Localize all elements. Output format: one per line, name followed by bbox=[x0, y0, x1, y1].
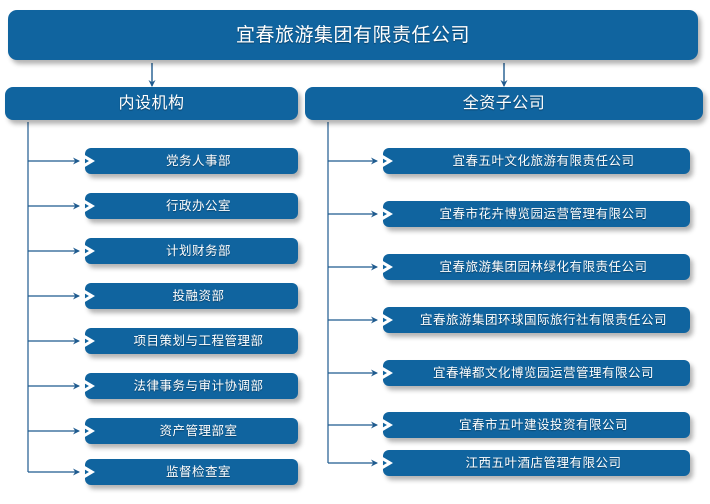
leaf-node-label: 项目策划与工程管理部 bbox=[133, 333, 264, 348]
leaf-node-label: 江西五叶酒店管理有限公司 bbox=[465, 455, 622, 470]
leaf-node-label: 计划财务部 bbox=[165, 243, 231, 258]
leaf-node-label: 投融资部 bbox=[172, 288, 225, 303]
branch-header-label: 全资子公司 bbox=[462, 94, 546, 112]
arrow-notch-icon bbox=[84, 379, 95, 393]
arrow-notch-icon bbox=[84, 424, 95, 438]
leaf-node-label: 宜春五叶文化旅游有限责任公司 bbox=[452, 153, 635, 168]
leaf-node-subsidiary-4[interactable]: 宜春旅游集团环球国际旅行社有限责任公司 bbox=[382, 307, 690, 333]
leaf-node-subsidiary-3[interactable]: 宜春旅游集团园林绿化有限责任公司 bbox=[382, 254, 690, 280]
leaf-node-label: 行政办公室 bbox=[165, 198, 231, 213]
arrow-notch-icon bbox=[84, 154, 95, 168]
arrow-notch-icon bbox=[84, 465, 95, 479]
arrow-notch-icon bbox=[382, 207, 393, 221]
arrow-notch-icon bbox=[84, 199, 95, 213]
arrow-notch-icon bbox=[382, 456, 393, 470]
arrow-notch-icon bbox=[382, 418, 393, 432]
arrow-notch-icon bbox=[382, 366, 393, 380]
leaf-node-internal-1[interactable]: 党务人事部 bbox=[84, 148, 298, 174]
arrow-notch-icon bbox=[84, 289, 95, 303]
leaf-node-internal-4[interactable]: 投融资部 bbox=[84, 283, 298, 309]
leaf-node-label: 宜春市五叶建设投资有限公司 bbox=[458, 417, 628, 432]
root-node-label: 宜春旅游集团有限责任公司 bbox=[235, 24, 470, 46]
root-node[interactable]: 宜春旅游集团有限责任公司 bbox=[8, 10, 698, 60]
leaf-node-subsidiary-7[interactable]: 江西五叶酒店管理有限公司 bbox=[382, 450, 690, 476]
leaf-node-internal-3[interactable]: 计划财务部 bbox=[84, 238, 298, 264]
arrow-notch-icon bbox=[84, 334, 95, 348]
leaf-node-label: 宜春旅游集团环球国际旅行社有限责任公司 bbox=[419, 312, 667, 327]
arrow-notch-icon bbox=[382, 313, 393, 327]
leaf-node-internal-2[interactable]: 行政办公室 bbox=[84, 193, 298, 219]
leaf-node-subsidiary-6[interactable]: 宜春市五叶建设投资有限公司 bbox=[382, 412, 690, 438]
leaf-node-label: 宜春旅游集团园林绿化有限责任公司 bbox=[439, 259, 648, 274]
branch-header-wholly-owned-subsidiaries[interactable]: 全资子公司 bbox=[305, 87, 703, 120]
branch-header-label: 内设机构 bbox=[118, 94, 185, 112]
arrow-notch-icon bbox=[382, 260, 393, 274]
arrow-notch-icon bbox=[382, 154, 393, 168]
leaf-node-subsidiary-2[interactable]: 宜春市花卉博览园运营管理有限公司 bbox=[382, 201, 690, 227]
leaf-node-internal-6[interactable]: 法律事务与审计协调部 bbox=[84, 373, 298, 399]
leaf-node-subsidiary-1[interactable]: 宜春五叶文化旅游有限责任公司 bbox=[382, 148, 690, 174]
leaf-node-internal-7[interactable]: 资产管理部室 bbox=[84, 418, 298, 444]
leaf-node-label: 法律事务与审计协调部 bbox=[133, 378, 264, 393]
arrow-notch-icon bbox=[84, 244, 95, 258]
branch-header-internal-departments[interactable]: 内设机构 bbox=[5, 87, 298, 120]
leaf-node-subsidiary-5[interactable]: 宜春禅都文化博览园运营管理有限公司 bbox=[382, 360, 690, 386]
leaf-node-label: 党务人事部 bbox=[165, 153, 231, 168]
leaf-node-internal-8[interactable]: 监督检查室 bbox=[84, 459, 298, 485]
leaf-node-label: 监督检查室 bbox=[165, 464, 231, 479]
leaf-node-label: 宜春禅都文化博览园运营管理有限公司 bbox=[432, 365, 654, 380]
leaf-node-label: 资产管理部室 bbox=[159, 423, 238, 438]
leaf-node-internal-5[interactable]: 项目策划与工程管理部 bbox=[84, 328, 298, 354]
leaf-node-label: 宜春市花卉博览园运营管理有限公司 bbox=[439, 206, 648, 221]
